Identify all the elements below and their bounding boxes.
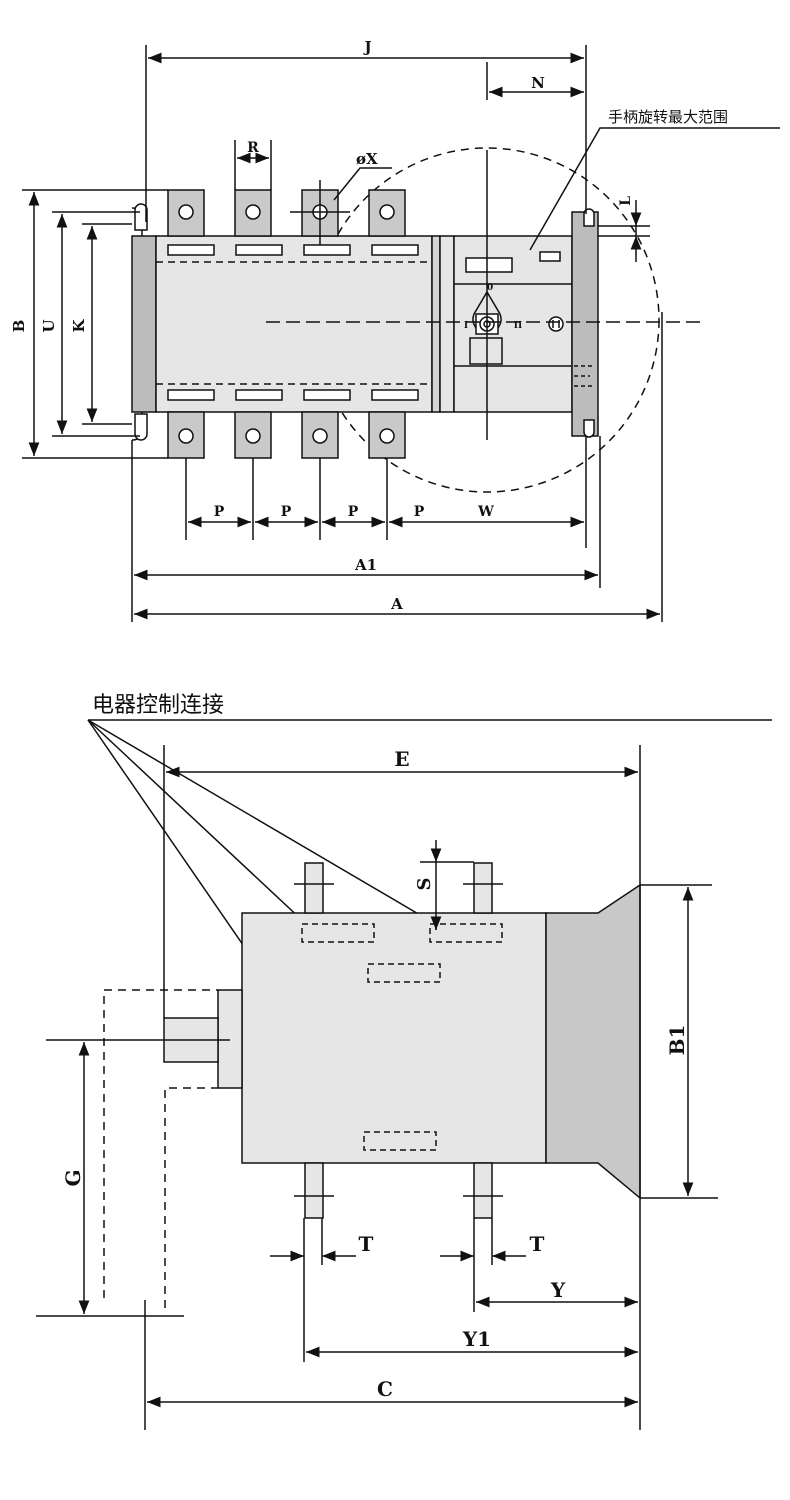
- dim-label-B1: B1: [665, 1025, 689, 1056]
- dim-label-A: A: [390, 595, 403, 613]
- handle-range-label: 手柄旋转最大范围: [608, 108, 728, 126]
- dim-label-phiX: øX: [356, 150, 378, 168]
- dim-label-L: L: [618, 196, 634, 206]
- dim-label-R: R: [247, 140, 259, 156]
- dim-label-T-2: T: [530, 1232, 545, 1256]
- dim-label-P-2: P: [281, 504, 292, 520]
- dim-label-G: G: [61, 1169, 85, 1186]
- dim-label-B: B: [10, 320, 28, 333]
- dim-label-J: J: [362, 38, 371, 56]
- handle-rotation-circle: [314, 147, 660, 493]
- right-end-plate: [571, 211, 599, 437]
- dim-label-S: S: [414, 878, 435, 891]
- pos-label-II: II: [514, 321, 522, 331]
- side-flange: [545, 883, 641, 1200]
- top-view: [22, 45, 780, 622]
- side-body: [241, 912, 547, 1164]
- side-view: [36, 719, 772, 1430]
- dim-label-Y1: Y1: [462, 1327, 491, 1351]
- dim-label-Y: Y: [550, 1278, 566, 1302]
- dim-label-U: U: [40, 319, 58, 332]
- dim-label-T-1: T: [359, 1232, 374, 1256]
- dim-label-P-4: P: [414, 504, 425, 520]
- left-end-plate: [131, 235, 157, 413]
- dim-label-C: C: [377, 1377, 393, 1401]
- indicator-icon: [548, 316, 564, 332]
- pos-label-0: 0: [487, 283, 493, 293]
- dim-label-A1: A1: [354, 556, 377, 574]
- main-body: [155, 235, 433, 413]
- dim-label-N: N: [531, 74, 545, 92]
- pos-label-I: I: [464, 321, 468, 331]
- control-connection-label: 电器控制连接: [92, 693, 224, 718]
- dim-label-P-1: P: [214, 504, 225, 520]
- dim-label-E: E: [394, 747, 409, 771]
- dim-label-P-3: P: [348, 504, 359, 520]
- dim-label-W: W: [477, 504, 494, 520]
- dim-label-K: K: [70, 319, 88, 333]
